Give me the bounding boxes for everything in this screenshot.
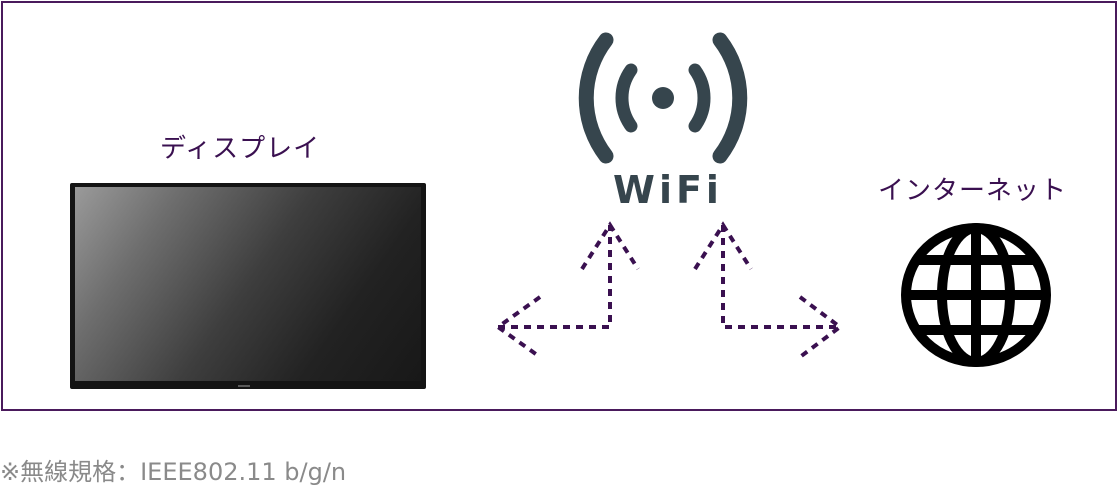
wifi-inner-right-arc	[688, 63, 711, 133]
internet-label: インターネット	[878, 176, 1068, 206]
diagram-frame	[1, 1, 1117, 411]
wifi-signal-icon	[578, 32, 748, 164]
display-arrowhead	[494, 295, 542, 359]
display-wifi-connector	[498, 225, 612, 329]
wifi-outer-left-arc	[578, 32, 614, 164]
display-label: ディスプレイ	[160, 134, 321, 164]
internet-arrowhead	[798, 295, 844, 359]
wifi-inner-left-arc	[615, 63, 638, 133]
wifi-center-dot	[652, 87, 674, 109]
wifi-right-arrowhead	[693, 221, 753, 271]
wifi-label: WiFi	[613, 168, 723, 212]
monitor-logo-mark	[238, 385, 250, 387]
globe-icon	[901, 223, 1051, 367]
wireless-standard-footnote: ※無線規格：IEEE802.11 b/g/n	[0, 458, 347, 486]
wifi-outer-right-arc	[712, 32, 748, 164]
monitor-screen	[75, 187, 421, 381]
monitor-icon	[70, 183, 426, 389]
wifi-left-arrowhead	[580, 221, 640, 271]
connection-arrows	[494, 221, 844, 359]
